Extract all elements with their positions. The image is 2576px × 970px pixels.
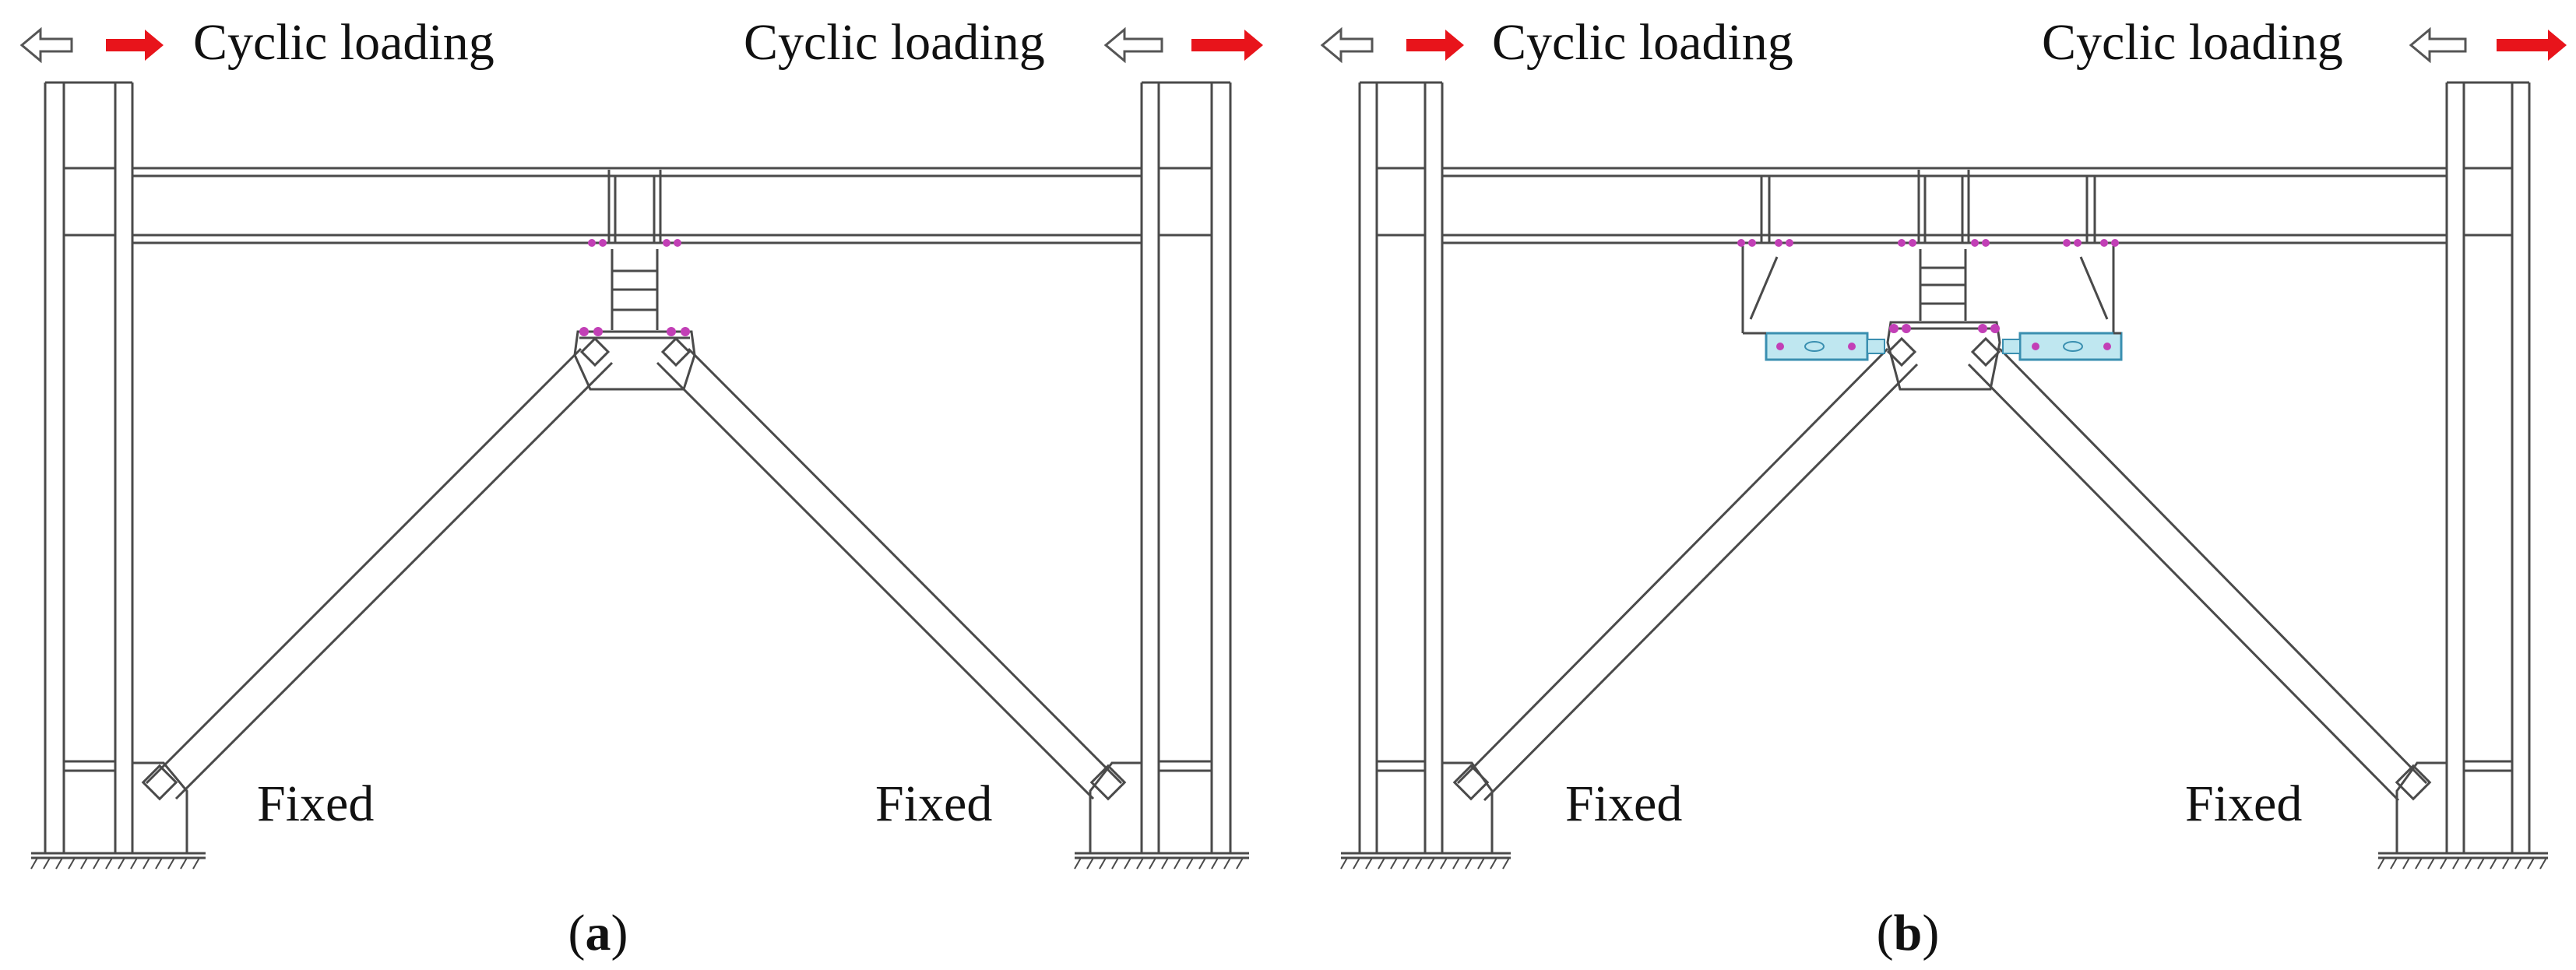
panel-caption-a: (a) — [568, 905, 628, 961]
panel-caption-b: (b) — [1877, 905, 1940, 961]
right-base-gusset — [1075, 761, 1249, 859]
cyclic-loading-label-left: Cyclic loading — [1492, 14, 1793, 71]
right-damper-bracket — [2064, 176, 2118, 333]
left-base-gusset — [1341, 761, 1511, 859]
fixed-label-left: Fixed — [1565, 775, 1682, 832]
right-brace — [656, 336, 1127, 801]
central-connection — [1886, 170, 2001, 391]
panel-b-frame: Cyclic loading Cyclic loading — [1320, 14, 2567, 961]
top-beam — [132, 167, 1142, 244]
right-base-gusset — [2378, 761, 2548, 859]
right-brace — [1967, 336, 2432, 802]
left-damper — [1743, 332, 1885, 361]
ground-hatch-icon — [2377, 857, 2547, 870]
cyclic-loading-label-left: Cyclic loading — [193, 14, 494, 71]
caption-letter-a: a — [586, 905, 611, 961]
right-arrow-red-icon — [1191, 30, 1263, 61]
bolts — [579, 239, 690, 336]
right-arrow-red-icon — [1406, 30, 1464, 61]
left-arrow-outline-icon — [1103, 26, 1163, 64]
left-brace — [1452, 336, 1919, 802]
left-damper-bracket — [1738, 176, 1793, 333]
cyclic-loading-label-right: Cyclic loading — [744, 14, 1045, 71]
right-column — [2445, 81, 2531, 853]
ground-hatch-icon — [30, 857, 200, 870]
central-connection — [573, 170, 696, 391]
cyclic-loading-label-right: Cyclic loading — [2042, 14, 2343, 71]
left-arrow-outline-icon — [2409, 26, 2467, 64]
ground-hatch-icon — [1340, 857, 1510, 870]
fixed-label-right: Fixed — [2185, 775, 2302, 832]
left-column — [1358, 81, 1444, 853]
fixed-label-left: Fixed — [257, 775, 374, 832]
fixed-label-right: Fixed — [875, 775, 992, 832]
left-arrow-outline-icon — [1320, 26, 1374, 64]
left-column — [44, 81, 134, 853]
caption-letter-b: b — [1894, 905, 1923, 961]
panel-a-frame: Cyclic loading Cyclic loading — [19, 14, 1263, 961]
left-arrow-outline-icon — [19, 26, 73, 64]
left-brace — [141, 336, 614, 801]
top-beam — [1442, 167, 2447, 244]
right-column — [1140, 81, 1232, 853]
left-base-gusset — [31, 761, 206, 859]
ground-hatch-icon — [1074, 857, 1244, 870]
right-arrow-red-icon — [2497, 30, 2567, 61]
bolts — [1737, 239, 2119, 350]
right-arrow-red-icon — [106, 30, 164, 61]
